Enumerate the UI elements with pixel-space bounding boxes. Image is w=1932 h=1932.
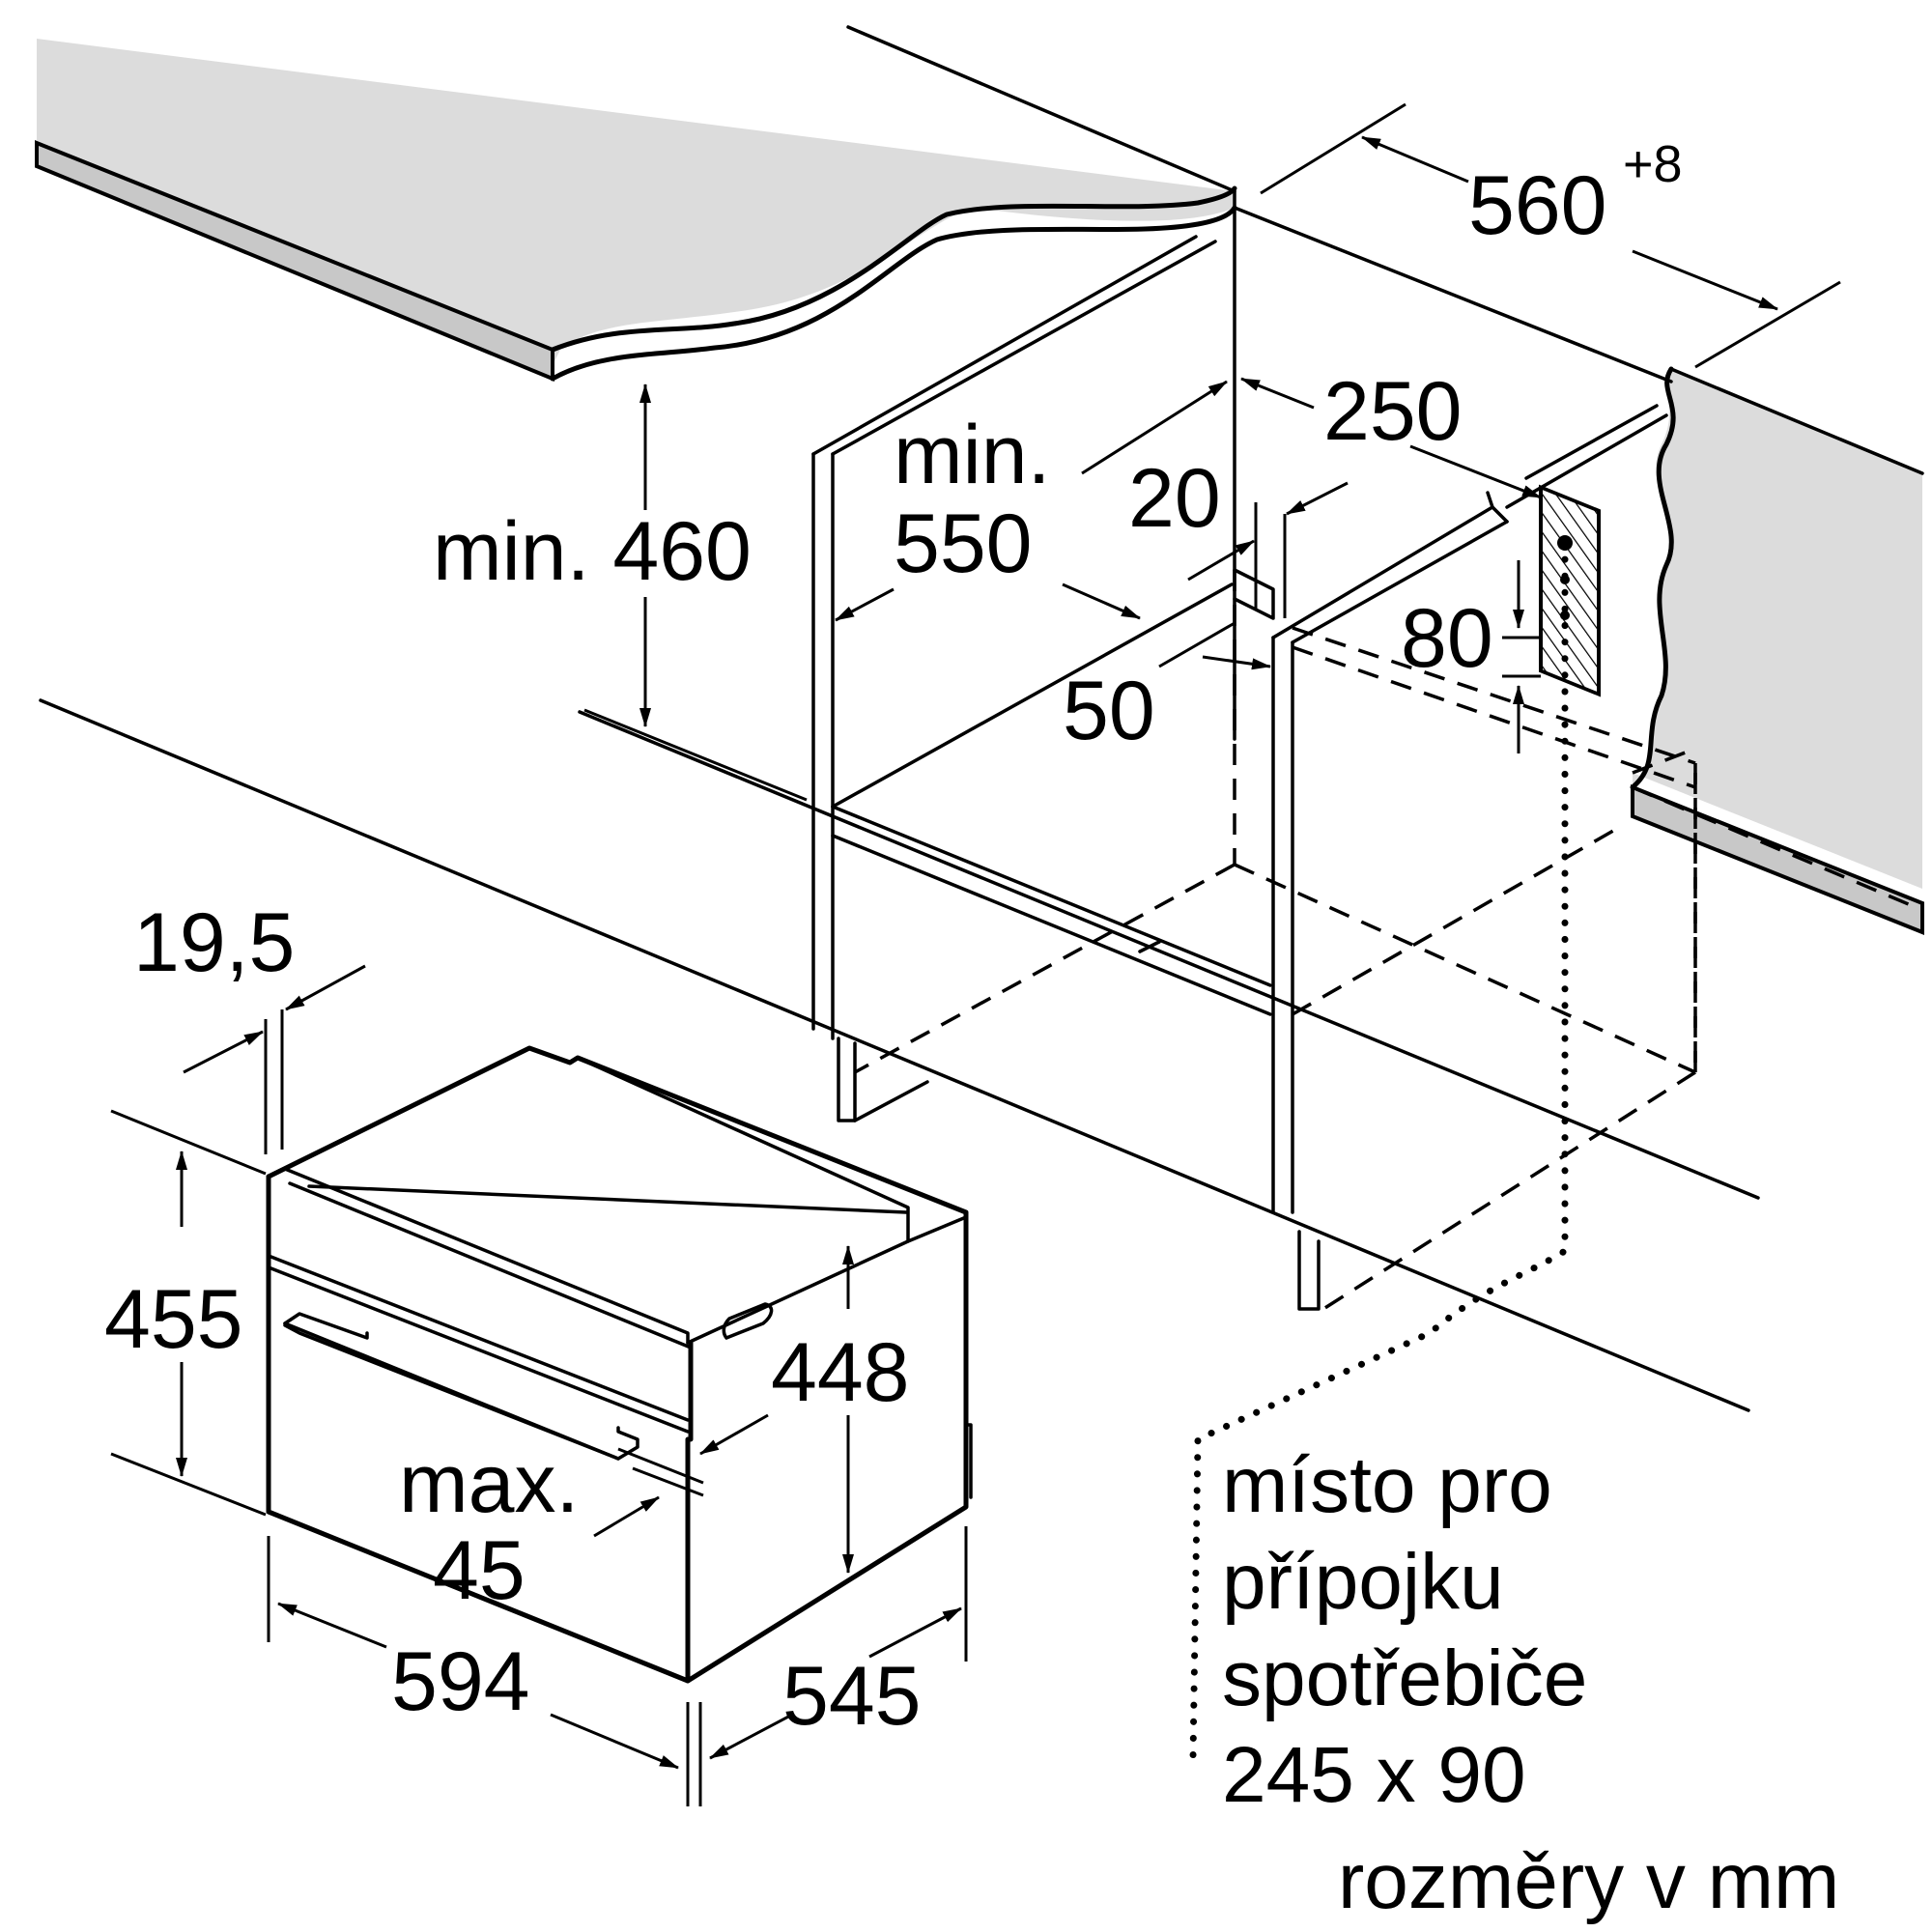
label-min-550: min. [894,409,1050,501]
label-max: max. [399,1437,579,1530]
label-19-5: 19,5 [133,896,295,989]
label-560: 560 [1468,159,1607,252]
dimension-lines [110,102,1841,1806]
oven-appliance [266,1045,973,1684]
worktop-right [1630,366,1924,935]
label-448: 448 [771,1326,910,1419]
label-45: 45 [433,1524,526,1617]
connection-note: místo pro přípojku spotřebiče 245 x 90 [1222,1441,1587,1819]
hidden-edges [854,570,1918,1311]
label-550: 550 [894,497,1033,590]
note-line-2: přípojku [1222,1538,1504,1626]
label-20: 20 [1128,452,1221,545]
label-250: 250 [1323,365,1463,458]
worktop-left [35,39,1237,382]
label-min-460: min. 460 [433,505,752,598]
label-545: 545 [782,1650,922,1743]
note-line-3: spotřebiče [1222,1634,1587,1722]
label-560-tol: +8 [1623,135,1683,193]
connection-area-hatch [1539,484,1601,697]
units-caption: rozměry v mm [1338,1837,1839,1925]
label-594: 594 [391,1635,530,1728]
dimension-labels: 560 +8 250 min. 550 min. 460 20 80 50 19… [104,135,1683,1743]
cabinet-frame [39,235,1760,1412]
label-455: 455 [104,1273,243,1366]
note-line-1: místo pro [1222,1441,1552,1529]
note-line-4: 245 x 90 [1222,1731,1526,1819]
label-50: 50 [1063,665,1155,757]
label-80: 80 [1401,592,1493,685]
